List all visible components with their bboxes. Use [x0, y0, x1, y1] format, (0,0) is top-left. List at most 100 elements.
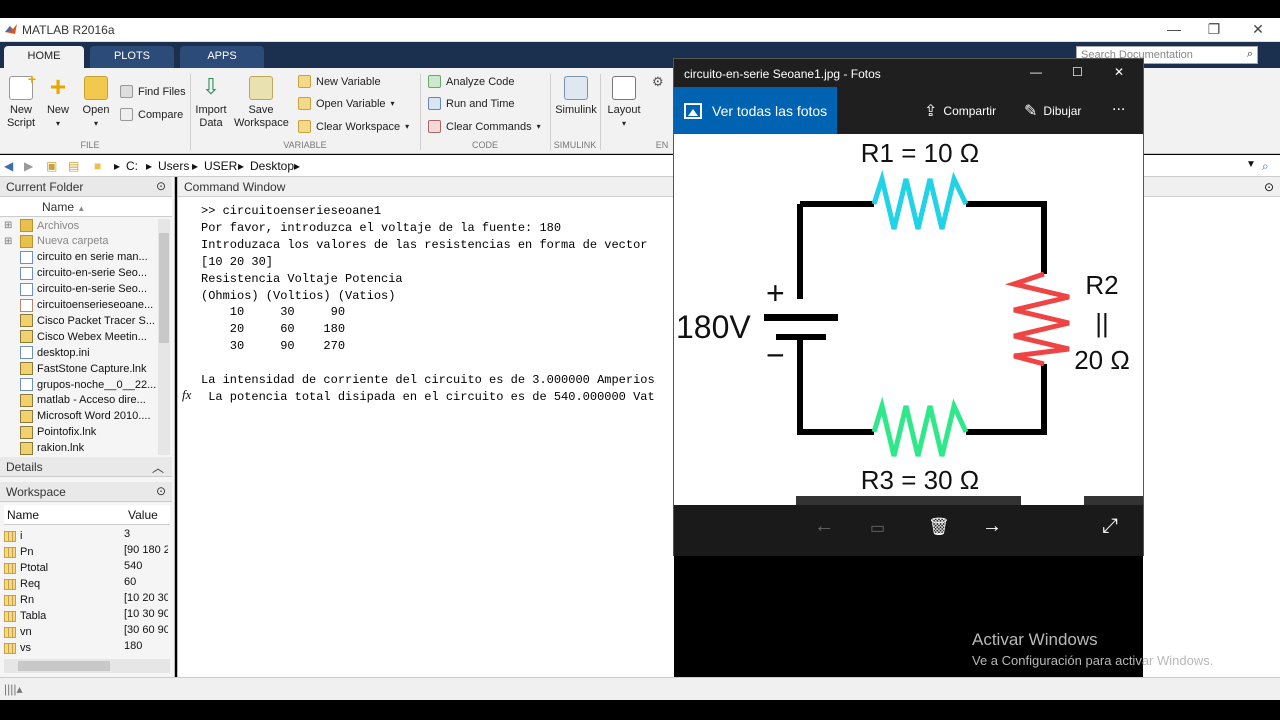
share-button[interactable]: ⇪Compartir — [924, 103, 997, 120]
details-header[interactable]: Details︿ — [0, 457, 172, 477]
folder-scrollbar[interactable] — [158, 219, 170, 455]
current-folder-header[interactable]: Current Folder⊙ — [0, 177, 172, 197]
name-column-header[interactable]: Name ▲ — [0, 197, 172, 217]
tab-plots[interactable]: PLOTS — [90, 46, 174, 68]
workspace-name-column[interactable]: Name — [7, 508, 40, 522]
see-all-photos-button[interactable]: Ver todas las fotos — [674, 87, 837, 134]
folder-list-item[interactable]: FastStone Capture.lnk — [20, 362, 160, 376]
r3-resistor — [871, 396, 969, 457]
expand-icon[interactable]: ⊞ — [4, 220, 13, 231]
clear-workspace-button[interactable]: Clear Workspace▾ — [298, 120, 409, 133]
more-options-button[interactable]: ... — [1112, 97, 1126, 114]
path-dropdown-icon[interactable]: ▼ — [1246, 159, 1256, 170]
import-data-button[interactable]: ⇩ Import Data — [195, 74, 227, 130]
folder-list-item[interactable]: circuito en serie man... — [20, 250, 160, 264]
new-variable-icon — [298, 75, 311, 88]
r2-equals-label: || — [1095, 308, 1109, 338]
open-button[interactable]: Open▾ — [82, 76, 110, 130]
open-variable-button[interactable]: Open Variable▾ — [298, 97, 395, 110]
fullscreen-icon[interactable]: ⤢ — [1102, 515, 1118, 537]
panel-menu-icon[interactable]: ⊙ — [155, 179, 166, 193]
workspace-hscrollbar[interactable] — [4, 659, 170, 673]
command-output-line: La potencia total disipada en el circuit… — [201, 389, 655, 404]
close-icon[interactable]: ✕ — [1114, 65, 1125, 79]
folder-item-label: Archivos — [37, 219, 80, 232]
variable-value-cell: [90 180 2 — [124, 544, 168, 556]
panel-menu-icon[interactable]: ⊙ — [1263, 180, 1274, 194]
preferences-icon[interactable]: ⚙ — [652, 74, 664, 89]
folder-list-item[interactable]: desktop.ini — [20, 346, 160, 360]
folder-list-item[interactable]: ⊞ Archivos — [4, 219, 160, 232]
close-icon[interactable]: ✕ — [1252, 21, 1264, 37]
workspace-variable-row[interactable]: Pn[90 180 2 — [4, 544, 170, 560]
folder-list-item[interactable]: Microsoft Word 2010.... — [20, 409, 160, 423]
new-variable-button[interactable]: New Variable — [298, 75, 381, 88]
clear-commands-icon — [428, 120, 441, 133]
photos-viewer-window[interactable]: circuito-en-serie Seoane1.jpg - Fotos — … — [673, 58, 1144, 556]
new-script-button[interactable]: + New Script — [6, 71, 36, 129]
pen-icon: ✎ — [1024, 103, 1038, 120]
clear-commands-button[interactable]: Clear Commands▾ — [428, 120, 541, 133]
path-segment[interactable]: Desktop — [250, 159, 295, 173]
section-code-label: CODE — [471, 140, 498, 150]
delete-icon[interactable]: 🗑 — [928, 517, 950, 536]
layout-button[interactable]: Layout▾ — [606, 76, 642, 130]
command-output-line: 30 90 270 — [201, 339, 346, 354]
next-arrow-icon[interactable]: → — [982, 515, 1002, 537]
workspace-variable-row[interactable]: Rn[10 20 30 — [4, 592, 170, 608]
expand-icon[interactable]: ⊞ — [4, 235, 13, 247]
command-output-line: (Ohmios) (Voltios) (Vatios) — [201, 288, 396, 303]
maximize-icon[interactable]: ❐ — [1207, 21, 1221, 37]
compare-button[interactable]: Compare — [120, 108, 183, 121]
minimize-icon[interactable]: — — [1030, 65, 1042, 79]
run-and-time-button[interactable]: Run and Time — [428, 97, 514, 110]
analyze-code-button[interactable]: Analyze Code — [428, 75, 515, 88]
minimize-icon[interactable]: — — [1167, 21, 1181, 37]
previous-arrow-icon[interactable]: ← — [814, 515, 834, 537]
file-icon — [20, 378, 33, 391]
workspace-variable-row[interactable]: Tabla[10 30 90 — [4, 608, 170, 624]
maximize-icon[interactable]: ☐ — [1072, 65, 1083, 79]
path-segment[interactable]: USER — [204, 159, 238, 173]
slideshow-icon[interactable]: ▭ — [870, 520, 886, 537]
search-folder-icon[interactable]: ⌕ — [1262, 159, 1269, 173]
tab-home[interactable]: HOME — [4, 46, 84, 68]
variable-grid-icon — [4, 562, 16, 574]
path-drive[interactable]: C: — [126, 159, 138, 173]
workspace-value-column[interactable]: Value — [128, 508, 158, 522]
function-prompt-icon[interactable]: fx — [182, 387, 192, 402]
collapse-icon[interactable]: ︿ — [151, 461, 164, 475]
workspace-variable-row[interactable]: vn[30 60 90 — [4, 624, 170, 640]
forward-icon[interactable]: ▶ — [24, 159, 34, 173]
folder-list-item[interactable]: circuito-en-serie Seo... — [20, 282, 160, 296]
file-icon — [20, 250, 33, 264]
browse-folder-icon[interactable]: ▤ — [68, 159, 80, 173]
folder-list-item[interactable]: rakion.lnk — [20, 441, 160, 455]
back-icon[interactable]: ◀ — [4, 159, 14, 173]
new-button[interactable]: + New▾ — [46, 71, 69, 129]
workspace-header[interactable]: Workspace⊙ — [0, 482, 172, 502]
folder-list-item[interactable]: circuito-en-serie Seo... — [20, 266, 160, 280]
panel-menu-icon[interactable]: ⊙ — [155, 484, 166, 498]
command-window[interactable]: Command Window >> circuitoenserieseoane1… — [177, 177, 675, 677]
folder-list-item[interactable]: Pointofix.lnk — [20, 425, 160, 439]
search-icon[interactable]: ⌕ — [1246, 48, 1253, 60]
folder-list-item[interactable]: circuitoenserieseoane... — [20, 298, 160, 312]
path-segment[interactable]: Users — [158, 159, 190, 173]
tab-apps[interactable]: APPS — [180, 46, 264, 68]
folder-list-item[interactable]: grupos-noche__0__22... — [20, 378, 160, 391]
find-files-button[interactable]: Find Files — [120, 85, 186, 98]
draw-button[interactable]: ✎Dibujar — [1024, 103, 1082, 120]
command-output-line: La intensidad de corriente del circuito … — [201, 373, 655, 387]
folder-list-item[interactable]: matlab - Acceso dire... — [20, 393, 160, 407]
folder-list-item[interactable]: Cisco Webex Meetin... — [20, 330, 160, 344]
simulink-button[interactable]: Simulink — [554, 76, 598, 117]
save-workspace-button[interactable]: Save Workspace — [234, 76, 289, 130]
folder-list-item[interactable]: ⊞Nueva carpeta — [4, 234, 160, 248]
up-folder-icon[interactable]: ▣ — [46, 159, 58, 173]
folder-list-item[interactable]: Cisco Packet Tracer S... — [20, 314, 160, 328]
